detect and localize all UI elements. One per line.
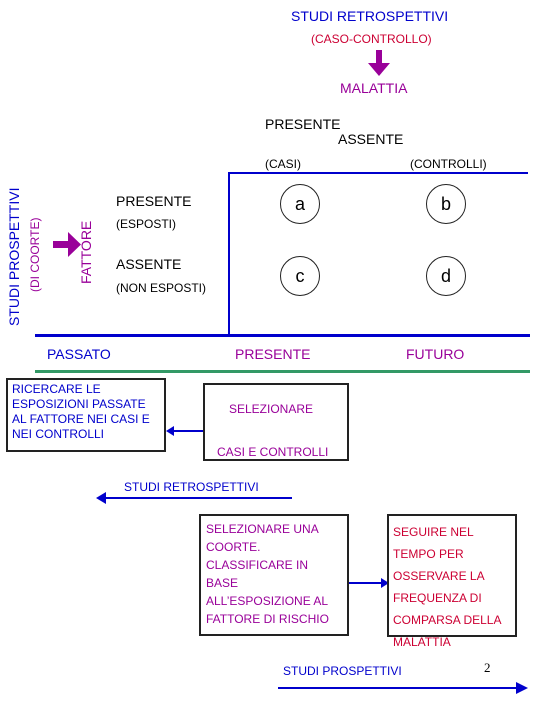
page-number: 2 — [484, 660, 491, 675]
arrow-right-long-icon — [278, 682, 528, 694]
timeline-blue-line — [35, 334, 530, 337]
label-esposti: (ESPOSTI) — [116, 217, 177, 231]
label-passato: PASSATO — [47, 346, 111, 362]
arrow-left-icon — [166, 426, 204, 436]
label-studi-prospettivi: STUDI PROSPETTIVI — [6, 187, 22, 326]
table-vertical-line — [228, 172, 230, 335]
label-non-esposti: (NON ESPOSTI) — [116, 281, 207, 295]
table-top-line — [228, 172, 528, 174]
box-ricercare: RICERCARE LE ESPOSIZIONI PASSATE AL FATT… — [6, 378, 166, 452]
label-row-presente: PRESENTE — [116, 193, 192, 209]
text-ricercare: RICERCARE LE ESPOSIZIONI PASSATE AL FATT… — [12, 382, 150, 441]
label-malattia: MALATTIA — [340, 80, 408, 96]
subtitle-caso-controllo: (CASO-CONTROLLO) — [311, 32, 432, 46]
label-col-assente: ASSENTE — [338, 131, 404, 147]
box-seguire: SEGUIRE NEL TEMPO PER OSSERVARE LA FREQU… — [387, 514, 517, 649]
text-seguire: SEGUIRE NEL TEMPO PER OSSERVARE LA FREQU… — [393, 525, 501, 649]
box-selezionare: SELEZIONARE CASI E CONTROLLI — [203, 383, 349, 461]
cell-c: c — [280, 256, 320, 296]
label-di-coorte: (DI COORTE) — [28, 217, 42, 292]
label-studi-prospettivi-footer: STUDI PROSPETTIVI — [283, 664, 402, 678]
label-futuro: FUTURO — [406, 346, 465, 362]
label-casi: (CASI) — [265, 157, 301, 171]
label-col-presente: PRESENTE — [265, 116, 341, 132]
text-coorte: SELEZIONARE UNA COORTE. CLASSIFICARE IN … — [206, 522, 329, 626]
arrow-right-small-icon — [349, 578, 389, 588]
cell-d: d — [426, 256, 466, 296]
label-controlli: (CONTROLLI) — [410, 157, 487, 171]
arrow-left-long-icon — [96, 492, 292, 504]
text-selezionare: SELEZIONARE — [229, 402, 314, 416]
arrow-down-icon — [368, 50, 390, 76]
cell-a: a — [280, 184, 320, 224]
timeline-green-line — [35, 370, 530, 373]
text-casi-controlli: CASI E CONTROLLI — [217, 445, 329, 459]
box-coorte: SELEZIONARE UNA COORTE. CLASSIFICARE IN … — [199, 514, 349, 636]
label-presente-timeline: PRESENTE — [235, 346, 311, 362]
label-row-assente: ASSENTE — [116, 256, 182, 272]
title-retrospettivi: STUDI RETROSPETTIVI — [291, 8, 449, 24]
cell-b: b — [426, 184, 466, 224]
label-studi-retrospettivi-footer: STUDI RETROSPETTIVI — [124, 480, 259, 494]
arrow-right-icon — [53, 232, 81, 257]
